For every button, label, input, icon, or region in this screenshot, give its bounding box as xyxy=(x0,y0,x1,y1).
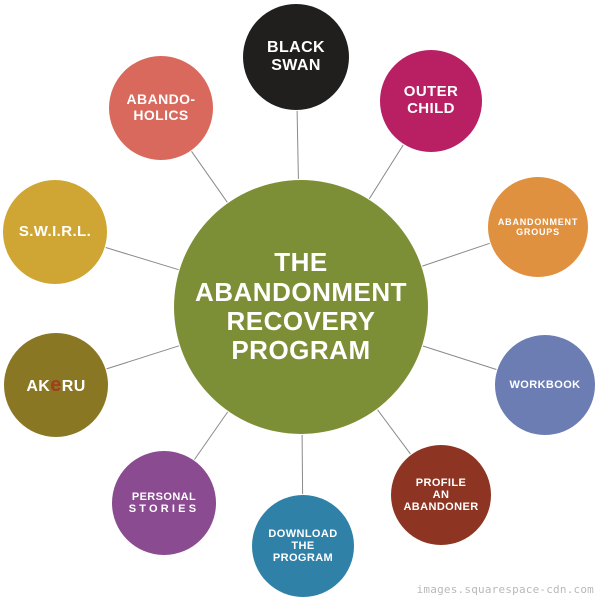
connector-hub-to-download-the-program xyxy=(301,434,304,495)
node-label-line: PROGRAM xyxy=(272,552,334,565)
connector-hub-to-outer-child xyxy=(368,144,404,200)
connector-hub-to-black-swan xyxy=(296,110,299,180)
node-label-line: HOLICS xyxy=(133,107,189,123)
hub-label-line-1: THE xyxy=(274,247,328,278)
node-swirl[interactable]: S.W.I.R.L. xyxy=(3,180,107,284)
node-label-line: ABANDONER xyxy=(403,501,479,514)
node-label-abando-holics: ABANDO-HOLICS xyxy=(109,92,213,123)
node-label-line: DOWNLOAD xyxy=(268,527,338,540)
connector-hub-to-abandonment-groups xyxy=(422,242,490,267)
node-akeru[interactable]: AKeRU xyxy=(4,333,108,437)
source-watermark: images.squarespace-cdn.com xyxy=(416,583,594,596)
connector-hub-to-swirl xyxy=(105,247,179,271)
node-label-line: SWAN xyxy=(271,57,321,74)
node-abando-holics[interactable]: ABANDO-HOLICS xyxy=(109,56,213,160)
connector-hub-to-workbook xyxy=(422,345,497,370)
node-label-line: THE xyxy=(291,539,315,552)
node-label-line: WORKBOOK xyxy=(509,378,581,391)
connector-hub-to-profile-an-abandoner xyxy=(377,409,411,455)
node-label-workbook: WORKBOOK xyxy=(495,379,595,391)
hub-label: THE ABANDONMENT RECOVERY PROGRAM xyxy=(194,247,408,366)
node-label-line: AKeRU xyxy=(8,375,104,396)
node-label-swirl: S.W.I.R.L. xyxy=(3,222,107,241)
connector-hub-to-abando-holics xyxy=(191,151,228,203)
node-workbook[interactable]: WORKBOOK xyxy=(495,335,595,435)
node-label-line: ABANDONMENT xyxy=(497,216,579,227)
connector-hub-to-personal-stories xyxy=(193,411,229,460)
node-label-line: S.W.I.R.L. xyxy=(18,222,92,240)
hub-label-line-4: PROGRAM xyxy=(231,335,371,366)
node-label-line: OUTER xyxy=(403,83,459,101)
node-label-line: PERSONAL xyxy=(131,490,197,503)
node-label-line: CHILD xyxy=(407,100,455,117)
akeru-suffix: RU xyxy=(61,377,86,395)
node-label-line: PROFILE xyxy=(415,476,467,489)
connector-hub-to-akeru xyxy=(106,345,180,370)
akeru-accent-letter: e xyxy=(50,373,62,396)
hub-label-line-2: ABANDONMENT xyxy=(194,276,408,307)
node-label-line: GROUPS xyxy=(516,227,560,237)
node-label-line: STORIES xyxy=(128,503,200,515)
node-label-line: BLACK xyxy=(267,39,325,57)
node-label-line: ABANDO- xyxy=(126,91,196,108)
hub-label-line-3: RECOVERY xyxy=(226,306,376,336)
node-label-line: AN xyxy=(432,488,450,501)
akeru-prefix: AK xyxy=(26,377,51,395)
hub-node[interactable]: THE ABANDONMENT RECOVERY PROGRAM xyxy=(174,180,428,434)
node-label-akeru: AKeRU xyxy=(4,375,108,396)
